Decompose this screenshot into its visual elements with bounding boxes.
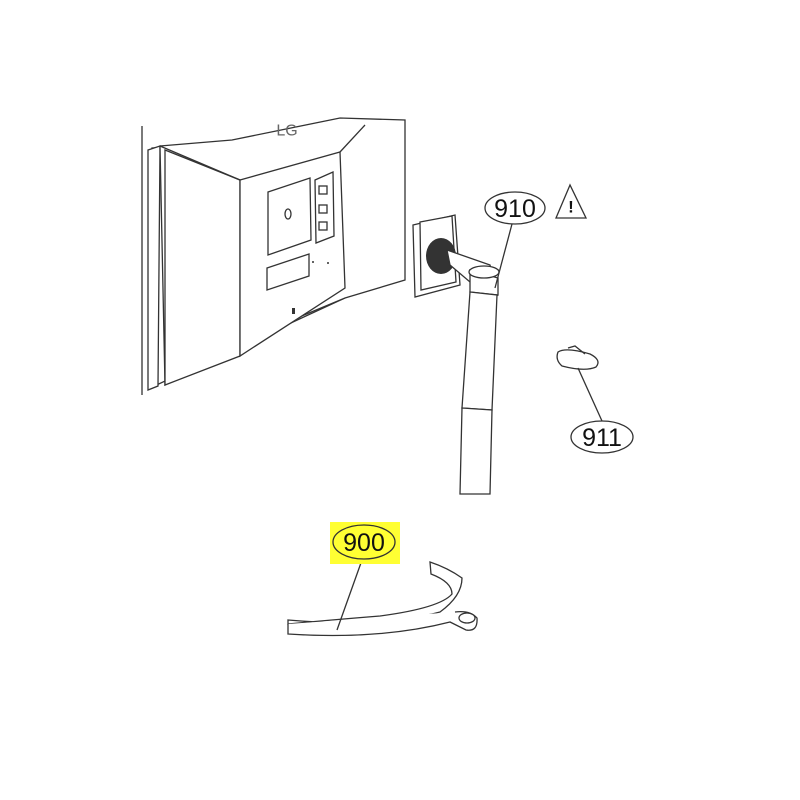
monitor-back [141,117,406,395]
stand-neck-910 [412,214,500,495]
brand-logo: LG [276,123,297,140]
callout-label-911: 911 [582,424,622,452]
leader-line-911 [577,367,603,422]
callout-900: 900 [330,522,400,564]
leader-line-900 [336,559,363,631]
callout-label-910: 910 [494,195,536,223]
stand-base-900 [287,561,478,637]
callout-910: 910 [484,191,546,225]
warning-symbol: ! [568,198,574,217]
callout-label-900: 900 [343,529,385,557]
leader-line-910 [494,223,513,289]
cable-clip-911 [556,345,599,370]
highlight-marker [330,522,400,564]
callout-911: 911 [570,420,634,454]
warning-icon: ! [555,183,588,219]
